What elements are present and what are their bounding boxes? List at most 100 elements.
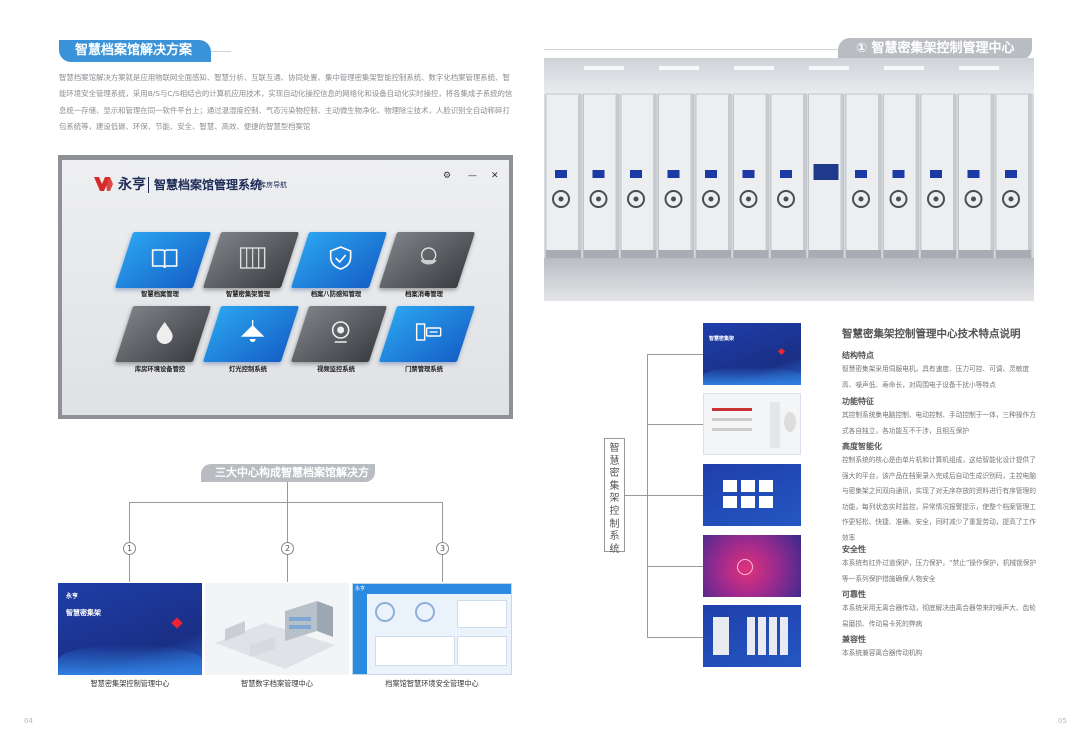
center-number: 1 [123,542,136,555]
minimize-icon[interactable]: — [468,171,477,181]
dashboard-header [353,584,511,594]
feature-text: 智慧密集架采用伺服电机，具有速度、压力可控、可调、灵敏度高、噪声低、寿命长，对周… [842,365,1030,389]
fingerprint-icon [784,412,796,432]
feature-text: 其控制系统集电脑控制、电动控制、手动控制于一体，三种操作方式各自独立，各功能互不… [842,411,1036,435]
vertical-system-label: 智慧密集架控制系统 [604,438,625,555]
handwheel-icon [552,190,570,208]
shelf-unit [733,93,769,259]
ceiling-light [884,66,924,70]
tile-archive-management[interactable] [114,232,212,288]
feature-heading: 可靠性 [842,590,866,599]
handwheel-icon [927,190,945,208]
connector-line [647,354,703,355]
tile-environment-control[interactable] [114,306,212,362]
feature-heading: 兼容性 [842,635,866,644]
divider [544,49,838,50]
label-plate [1005,170,1017,178]
center-number: 3 [436,542,449,555]
connector-line [647,424,703,425]
tile-video-surveillance[interactable] [290,306,388,362]
tile-access-control[interactable] [378,306,476,362]
handwheel-icon [627,190,645,208]
connector-line [647,495,703,496]
tile-eight-protection[interactable] [290,232,388,288]
label-plate [592,170,605,178]
screenshot-controls [703,464,801,526]
camera-icon [331,321,350,343]
three-centers-title: 三大中心构成智慧档案馆解决方案 [201,464,375,497]
section-title-right: ① 智慧密集架控制管理中心 [838,38,1032,60]
handwheel-icon [664,190,683,208]
logo-decoration [171,617,183,629]
shelf-unit [995,93,1032,259]
screenshot-title: 智慧密集架 [709,336,735,342]
shelf-unit [583,93,619,259]
gauge-icon [415,602,435,622]
close-icon[interactable]: ✕ [491,171,499,181]
connector-line [647,637,703,638]
label-plate [930,170,942,178]
shelf-unit [620,93,657,259]
shelf-unit [695,93,732,259]
building-render-icon [215,601,335,669]
features-title: 智慧密集架控制管理中心技术特点说明 [842,328,1021,340]
label-plate [667,170,680,178]
nav-breadcrumb[interactable]: > 库房导航 [251,181,288,189]
intro-paragraph: 智慧档案馆解决方案就是应用物联网全面感知、智慧分析、互联互通、协同处置、集中管理… [59,73,513,132]
page-number: 05 [1058,717,1067,725]
tile-label: 智慧密集架管理 [225,291,271,298]
handwheel-icon [1002,190,1020,208]
feature-text: 本系统采用无离合器传动，彻底解决由离合器带来的噪声大、齿轮易磨损、传动易卡死的弊… [842,604,1036,628]
label-plate [630,170,642,178]
tile-lighting-control[interactable] [202,306,300,362]
tile-label: 智慧档案管理 [141,291,179,298]
feature-heading: 功能特征 [842,397,874,406]
tile-shelving-management[interactable] [202,232,300,288]
label-plate [855,170,867,178]
dashboard-panel [457,600,507,628]
droplet-icon [156,322,173,344]
vertical-label-text: 智慧密集架控制系统 [609,443,620,555]
section-title-left: 智慧档案馆解决方案 [59,40,211,62]
label-plate [555,170,567,178]
shelf-unit [770,93,807,259]
wave-decoration [58,645,202,675]
mask-icon [420,247,437,265]
connector-line [287,482,288,502]
control-tile [723,496,737,508]
shelf-column [780,617,788,655]
label-plate [780,170,792,178]
page-number: 04 [24,717,33,725]
ceiling-light [809,66,849,70]
thumbnail-environment-center: 永亨 [352,583,512,675]
thumbnail-caption: 档案馆智慧环境安全管理中心 [385,679,479,688]
software-window: 永亨 智慧档案馆管理系统 > 库房导航 ⚙ — ✕ [58,155,513,419]
thumbnail-caption: 智慧密集架控制管理中心 [90,679,170,688]
shelving-photo [544,58,1034,301]
screenshot-login [703,393,801,455]
feature-text: 本系统兼容离合器传动机构 [842,649,923,657]
shelf-column [758,617,766,655]
book-icon [151,249,178,269]
ceiling-light [734,66,774,70]
handwheel-icon [964,190,983,208]
thumbnail-brand: 永亨 [66,593,79,600]
shelf-column [769,617,777,655]
wave-decoration [703,367,801,385]
thumbnail-title: 智慧密集架 [66,609,101,617]
ceiling-light [659,66,699,70]
dashboard-panel [457,636,507,666]
control-tile [759,480,773,492]
shelf-unit [920,93,957,259]
shelf-unit [883,93,919,259]
shelf-unit [958,93,994,259]
tile-disinfection[interactable] [378,232,476,288]
alert-ring-icon [737,559,753,575]
settings-icon[interactable]: ⚙ [443,171,452,181]
shelf-unit [808,93,844,259]
control-tile [741,480,755,492]
dashboard-brand: 永亨 [355,586,366,592]
tile-label: 视频监控系统 [317,366,355,373]
shelf-unit [845,93,882,259]
access-card-icon [415,323,442,341]
